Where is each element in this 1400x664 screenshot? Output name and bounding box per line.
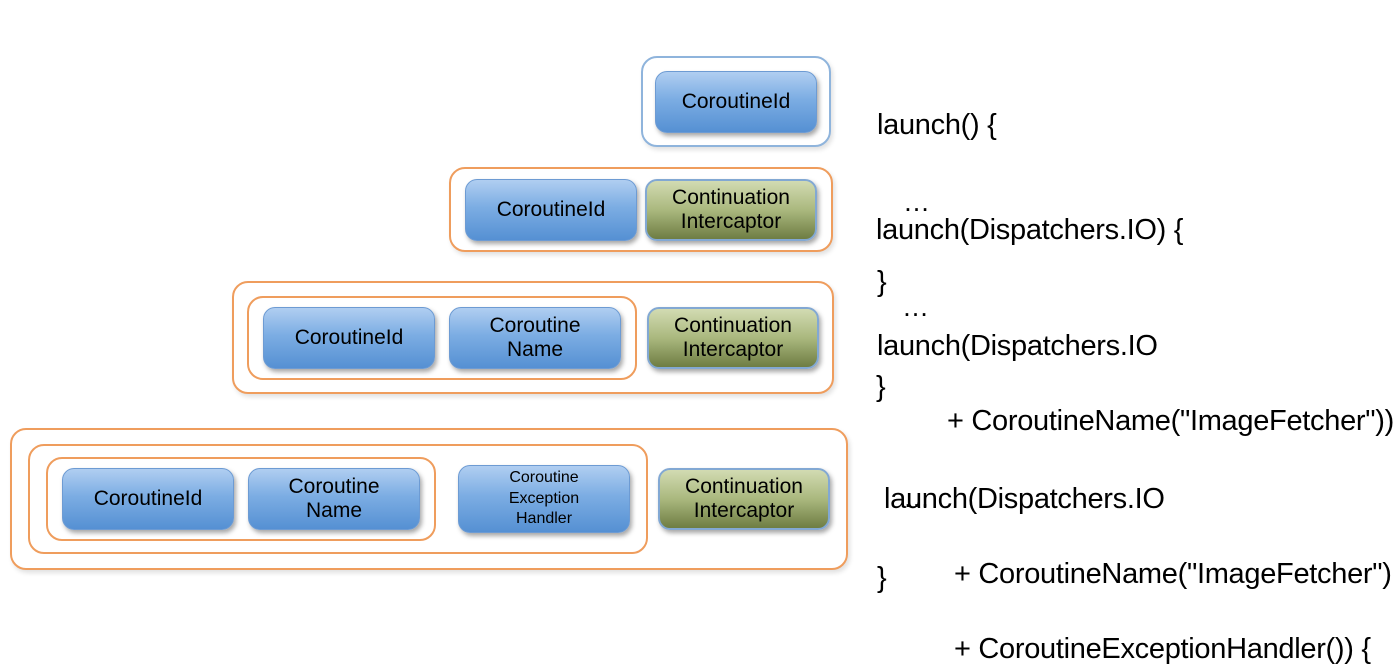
- coroutine-name-label: Coroutine Name: [288, 475, 380, 522]
- coroutine-id-box: CoroutineId: [62, 468, 234, 530]
- coroutine-id-box: CoroutineId: [465, 178, 637, 241]
- code-line: }: [877, 562, 887, 594]
- context-ring-row4: CoroutineId Coroutine Name Coroutine Exc…: [10, 428, 848, 570]
- code-line: + CoroutineName("ImageFetcher")) {: [947, 405, 1400, 437]
- context-ring-row1: CoroutineId: [641, 56, 831, 147]
- coroutine-id-box: CoroutineId: [263, 306, 435, 369]
- code-line: launch() {: [877, 109, 997, 141]
- continuation-interceptor-box: Continuation Intercaptor: [645, 178, 817, 241]
- code-snippet-row3: launch(Dispatchers.IO + CoroutineName("I…: [877, 284, 1400, 641]
- coroutine-id-label: CoroutineId: [496, 197, 606, 221]
- code-snippet-row2: launch(Dispatchers.IO) { … }: [876, 168, 1183, 450]
- code-snippet-row4: launch(Dispatchers.IO + CoroutineName("I…: [884, 437, 1392, 664]
- code-line: launch(Dispatchers.IO: [877, 330, 1158, 362]
- code-line: launch(Dispatchers.IO) {: [876, 214, 1184, 246]
- continuation-interceptor-label: Continuation Intercaptor: [672, 185, 790, 233]
- coroutine-exception-handler-box: Coroutine Exception Handler: [458, 465, 630, 533]
- coroutine-id-box: CoroutineId: [655, 70, 817, 133]
- coroutine-id-label: CoroutineId: [681, 89, 791, 113]
- coroutine-exception-handler-label: Coroutine Exception Handler: [508, 468, 580, 528]
- context-ring-row4-inner: CoroutineId Coroutine Name: [46, 457, 436, 541]
- code-line: }: [877, 266, 887, 298]
- coroutine-id-label: CoroutineId: [294, 325, 404, 349]
- context-ring-row2: CoroutineId Continuation Intercaptor: [449, 167, 833, 252]
- coroutine-name-box: Coroutine Name: [449, 306, 621, 369]
- coroutine-name-label: Coroutine Name: [489, 313, 581, 361]
- coroutine-id-label: CoroutineId: [93, 487, 203, 511]
- code-snippet-row1: launch() { … }: [877, 63, 997, 345]
- coroutine-name-box: Coroutine Name: [248, 468, 420, 530]
- code-line: + CoroutineName("ImageFetcher"): [954, 558, 1392, 590]
- continuation-interceptor-box: Continuation Intercaptor: [658, 468, 830, 530]
- continuation-interceptor-label: Continuation Intercaptor: [674, 313, 792, 361]
- code-line: + CoroutineExceptionHandler()) {: [954, 633, 1371, 664]
- context-ring-row4-middle: CoroutineId Coroutine Name Coroutine Exc…: [28, 444, 648, 554]
- code-line: launch(Dispatchers.IO: [884, 483, 1165, 515]
- continuation-interceptor-box: Continuation Intercaptor: [647, 306, 819, 369]
- code-line: }: [876, 371, 886, 403]
- continuation-interceptor-label: Continuation Intercaptor: [685, 475, 803, 522]
- context-ring-row3-inner: CoroutineId Coroutine Name: [247, 295, 637, 380]
- context-ring-row3: CoroutineId Coroutine Name Continuation …: [232, 281, 834, 394]
